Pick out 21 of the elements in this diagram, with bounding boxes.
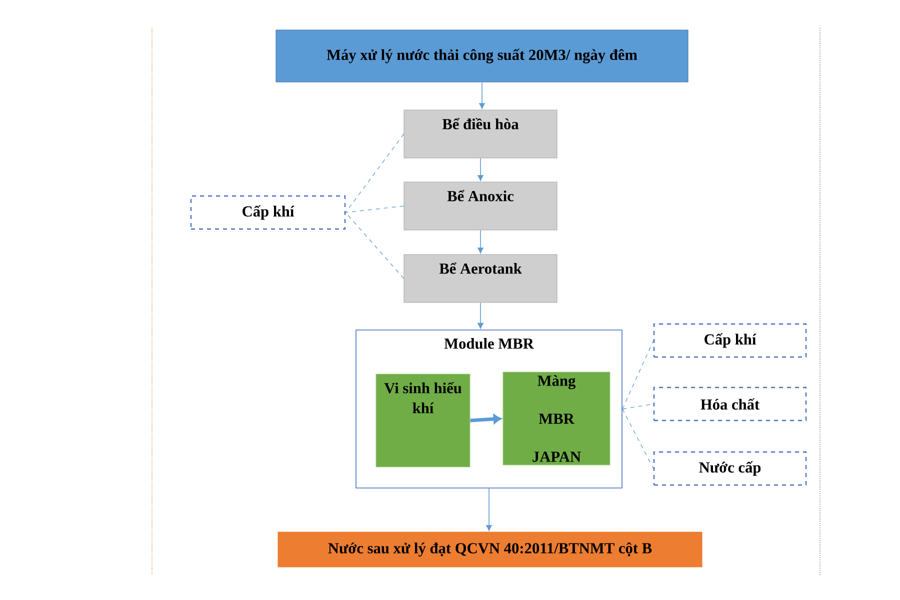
membrane-box: Màng MBR JAPAN [502,372,610,466]
connector-line [622,408,654,469]
input-box: Cấp khí [190,195,346,230]
arrow [478,230,484,254]
connector-line [622,340,654,410]
tank-box: Bể Anoxic [404,182,558,230]
input-box: Nước cấp [653,451,807,486]
title-box: Máy xử lý nước thải công suất 20M3/ ngày đêm [276,30,688,82]
tank-box: Bể điều hòa [404,110,558,158]
input-box: Hóa chất [653,386,807,422]
input-box: Cấp khí [653,323,807,358]
arrow [470,414,502,424]
arrow [486,488,492,531]
arrow [479,82,485,109]
connector-line [345,206,404,213]
arrow [478,158,484,181]
tank-box: Bể Aerotank [404,254,558,303]
output-box: Nước sau xử lý đạt QCVN 40:2011/BTNMT cột B [278,532,702,568]
arrow [478,302,484,329]
connector-line [345,134,404,213]
process-box: Vi sinh hiếu khí [376,374,470,468]
